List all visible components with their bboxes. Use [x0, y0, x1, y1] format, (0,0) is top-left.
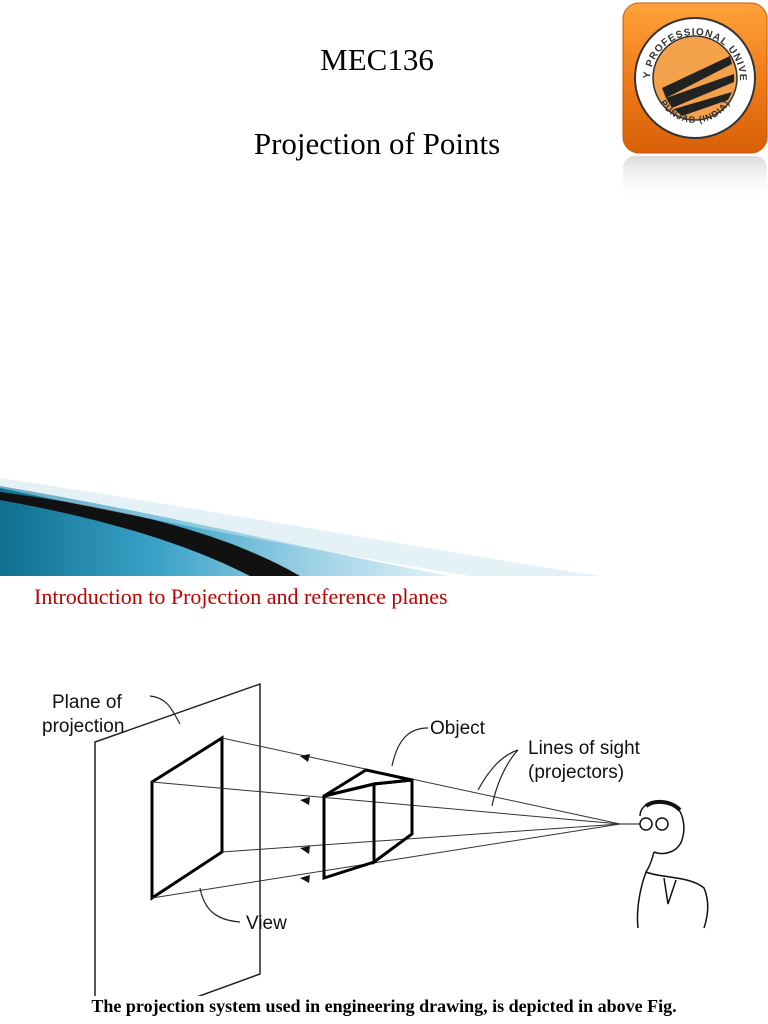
projector-arrows — [300, 754, 310, 883]
projected-view — [150, 735, 224, 901]
projector-lines — [151, 737, 621, 899]
label-plane-line2: projection — [42, 716, 124, 737]
object-cube — [322, 768, 414, 881]
label-leaders — [149, 695, 519, 923]
label-sight-line1: Lines of sight — [528, 738, 641, 759]
label-view: View — [246, 913, 287, 934]
slide-title: Projection of Points — [253, 126, 501, 161]
label-sight-line2: (projectors) — [528, 762, 624, 783]
label-object: Object — [430, 718, 486, 739]
label-plane-line1: Plane of — [52, 692, 122, 713]
projection-plane — [94, 682, 261, 996]
projection-diagram: Plane of projection Object Lines of sigh… — [42, 682, 709, 996]
slide-heading: Introduction to Projection and reference… — [34, 584, 448, 609]
title-slide: MEC136 Projection of Points — [0, 0, 768, 576]
university-logo: LOVELY PROFESSIONAL UNIVERSITY PUNJAB (I… — [618, 0, 768, 202]
course-code: MEC136 — [320, 42, 434, 77]
figure-caption: The projection system used in engineerin… — [91, 996, 677, 1016]
observer-figure — [620, 799, 709, 929]
decorative-swoosh — [0, 478, 600, 576]
content-slide: Introduction to Projection and reference… — [0, 576, 768, 1024]
